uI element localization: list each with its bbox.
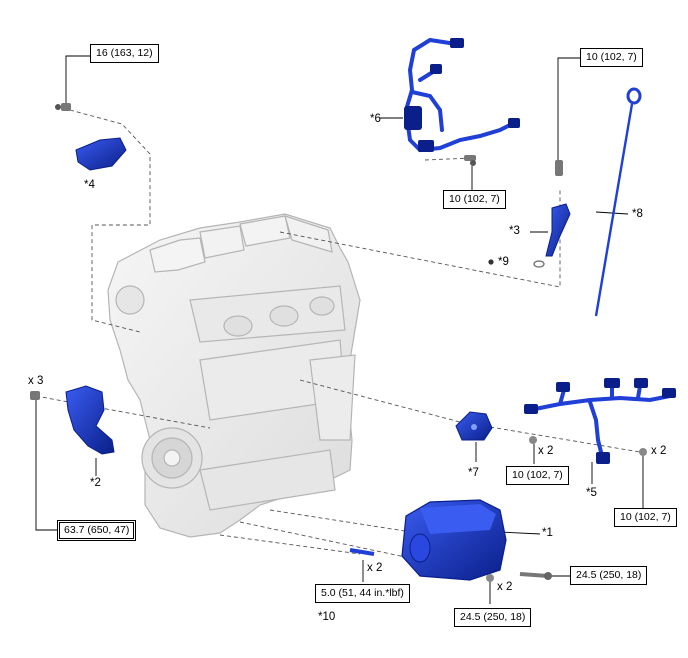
part-3-guide: [545, 160, 571, 257]
callout-lines: [35, 55, 644, 604]
part-6-wire-harness: [403, 37, 514, 153]
qty-part-7: x 2: [538, 445, 554, 457]
part-4-bracket: [55, 103, 127, 171]
torque-part-1-nut: 24.5 (250, 18): [454, 608, 532, 627]
label-part-8: *8: [632, 208, 643, 220]
torque-part-5: 10 (102, 7): [614, 508, 677, 527]
part-5-connectors: [524, 378, 676, 464]
torque-part-10: 5.0 (51, 44 in.*lbf): [315, 584, 410, 603]
torque-part-4: 16 (163, 12): [90, 44, 159, 63]
qty-part-5: x 2: [651, 445, 667, 457]
label-part-7: *7: [468, 467, 479, 479]
torque-part-3: 10 (102, 7): [580, 48, 643, 67]
part-9-o-ring: [488, 259, 545, 268]
label-part-5: *5: [586, 487, 597, 499]
qty-part-10: x 2: [367, 562, 383, 574]
torque-part-6: 10 (102, 7): [443, 190, 506, 209]
part-2-bracket: [30, 385, 115, 455]
part-1-compressor: [401, 499, 552, 582]
part-8-dipstick: [594, 87, 642, 317]
label-part-10: *10: [318, 611, 336, 623]
torque-part-2: 63.7 (650, 47): [57, 520, 137, 541]
qty-part-2: x 3: [28, 375, 44, 387]
part-7-bracket: [455, 411, 537, 444]
label-part-2: *2: [90, 477, 101, 489]
label-part-6: *6: [370, 113, 381, 125]
part-10-stud: [349, 548, 375, 556]
torque-part-1-bolt: 24.5 (250, 18): [570, 566, 648, 585]
qty-part-1: x 2: [497, 581, 513, 593]
label-part-3: *3: [509, 225, 520, 237]
part-6-bolt-icon: [464, 155, 476, 166]
label-part-9: *9: [498, 256, 509, 268]
part-6-wire-connectors: [404, 38, 520, 152]
engine-block: [107, 213, 361, 538]
torque-part-7: 10 (102, 7): [506, 466, 569, 485]
label-part-1: *1: [542, 527, 553, 539]
label-part-4: *4: [84, 179, 95, 191]
